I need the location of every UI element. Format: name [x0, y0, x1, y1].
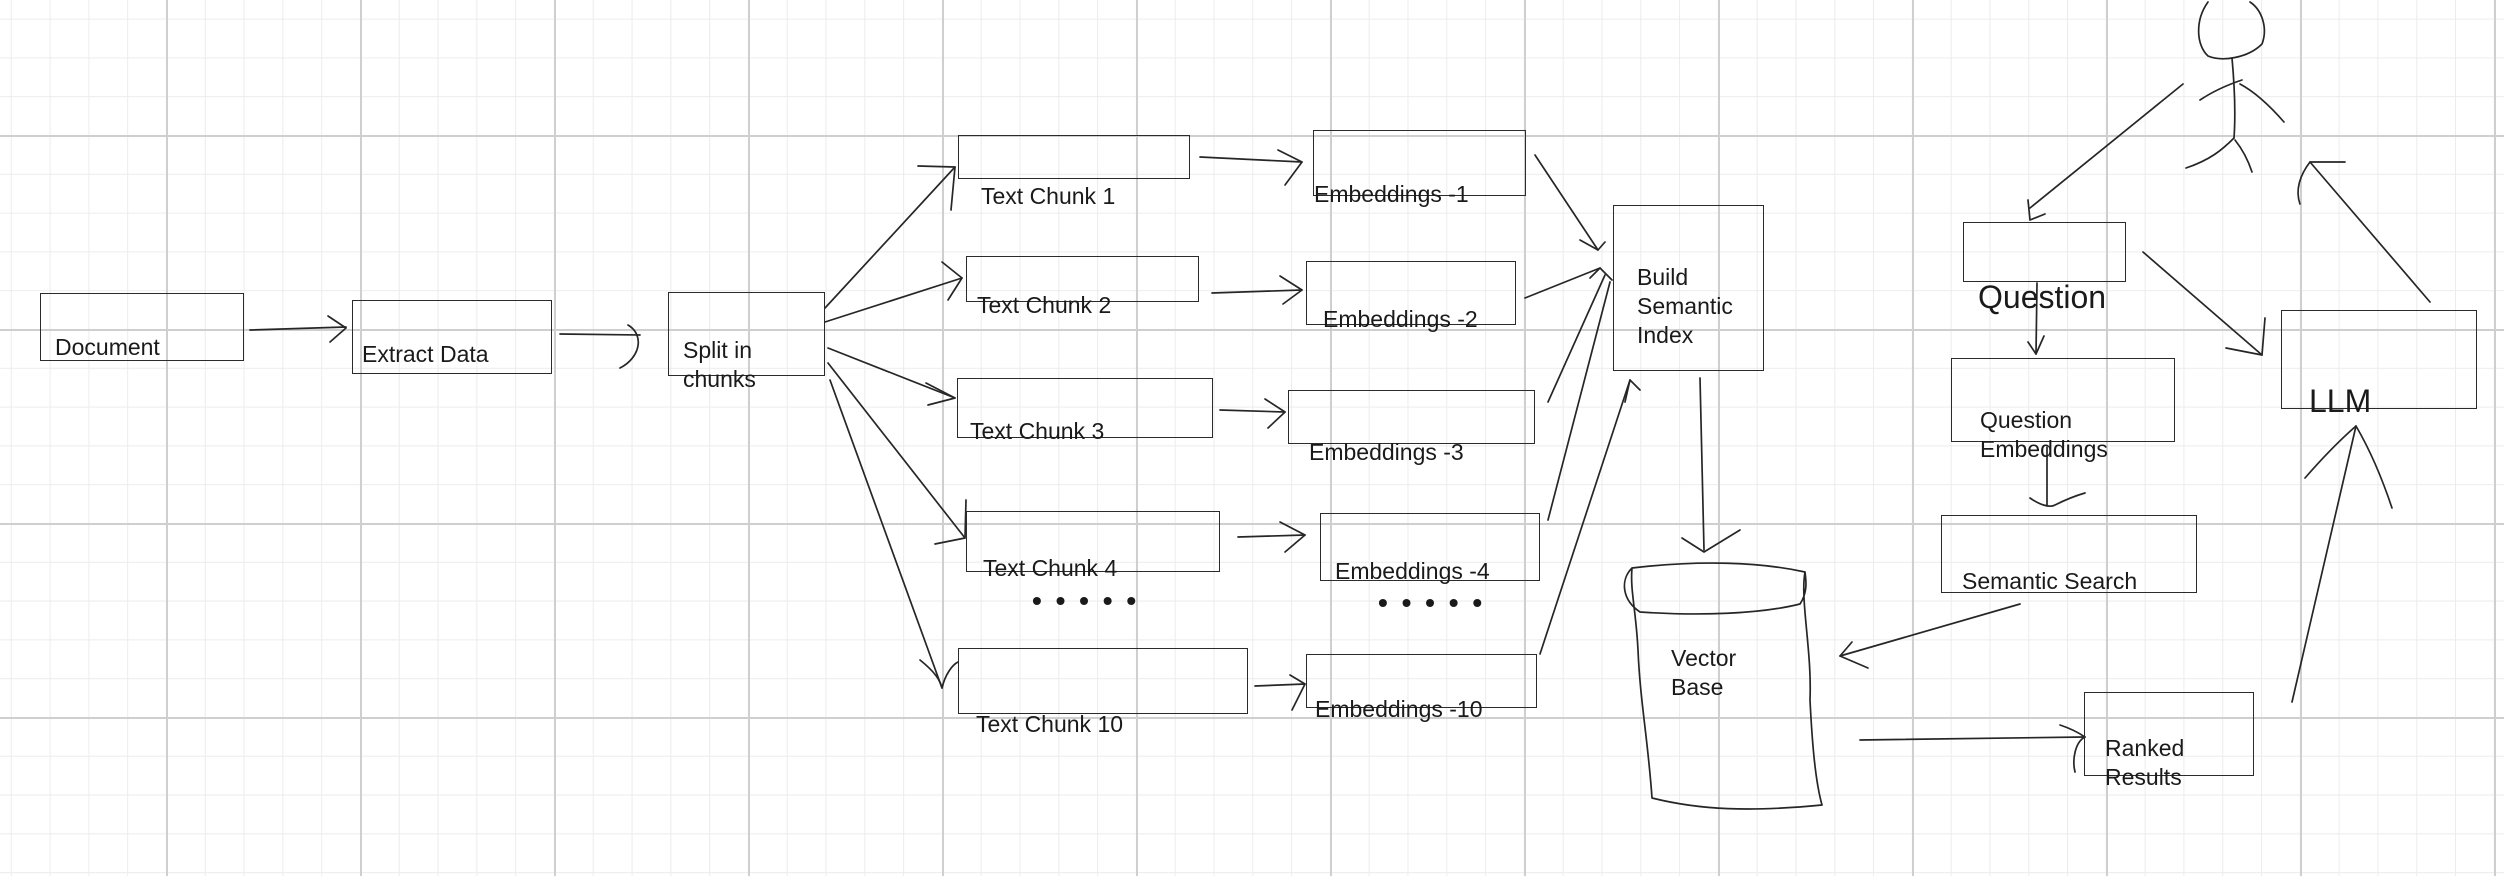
arrow-extract-to-split — [559, 324, 641, 369]
extract-data-box: Extract Data — [352, 300, 552, 374]
arrow-chunk-4-to-emb-4 — [1237, 521, 1306, 553]
arrow-question-to-qemb — [2027, 282, 2045, 355]
text-chunk-10-box: Text Chunk 10 — [958, 648, 1248, 737]
arrow-emb-2-to-index — [1524, 267, 1601, 299]
arrow-search-to-vector — [1839, 603, 2021, 669]
llm-box: LLM — [2281, 310, 2477, 419]
text-chunk-10-label: Text Chunk 10 — [976, 711, 1124, 737]
build-semantic-index-box: Build Semantic Index — [1613, 205, 1764, 371]
embeddings-3-box: Embeddings -3 — [1288, 390, 1535, 465]
vector-base-shape — [1623, 562, 1823, 810]
text-chunk-3-box: Text Chunk 3 — [957, 378, 1213, 444]
arrow-emb-10-to-index — [1539, 379, 1641, 655]
embeddings-2-label: Embeddings -2 — [1323, 306, 1478, 332]
arrow-index-to-vector — [1681, 377, 1741, 553]
question-label: Question — [1978, 279, 2107, 315]
build-semantic-index-label: Build Semantic Index — [1637, 264, 1733, 348]
text-chunk-2-box: Text Chunk 2 — [966, 256, 1199, 318]
extract-data-label: Extract Data — [362, 341, 489, 367]
text-chunk-3-label: Text Chunk 3 — [970, 418, 1105, 444]
arrow-vector-to-ranked — [1859, 724, 2086, 773]
question-box: Question — [1963, 222, 2126, 315]
semantic-search-box: Semantic Search — [1941, 515, 2197, 594]
arrow-user-to-question — [2027, 83, 2184, 221]
split-in-chunks-label: Split in chunks — [683, 337, 756, 392]
embeddings-1-label: Embeddings -1 — [1314, 181, 1469, 207]
text-chunk-1-box: Text Chunk 1 — [958, 135, 1190, 209]
text-chunk-4-label: Text Chunk 4 — [983, 555, 1118, 581]
stick-figure-user-icon — [2185, 1, 2285, 173]
arrow-chunk-10-to-emb-10 — [1254, 674, 1306, 711]
text-chunk-2-label: Text Chunk 2 — [977, 292, 1112, 318]
embeddings-4-label: Embeddings -4 — [1335, 558, 1490, 584]
question-embeddings-label: Question Embeddings — [1980, 407, 2108, 462]
ranked-results-label: Ranked Results — [2105, 735, 2185, 790]
embeddings-10-box: Embeddings -10 — [1306, 654, 1537, 722]
embeddings-2-box: Embeddings -2 — [1306, 261, 1516, 332]
text-chunk-1-label: Text Chunk 1 — [981, 183, 1116, 209]
document-label: Document — [55, 334, 160, 360]
embeddings-ellipsis: • • • • • — [1378, 587, 1486, 618]
vector-base-label: Vector Base — [1671, 645, 1737, 700]
embeddings-10-label: Embeddings -10 — [1315, 696, 1483, 722]
embeddings-1-box: Embeddings -1 — [1313, 130, 1526, 207]
arrow-split-to-chunk-10 — [829, 379, 959, 689]
arrow-chunk-2-to-emb-2 — [1211, 275, 1303, 305]
semantic-search-label: Semantic Search — [1962, 568, 2138, 594]
arrow-chunk-1-to-emb-1 — [1199, 149, 1303, 186]
arrow-split-to-chunk-2 — [824, 261, 963, 323]
arrow-split-to-chunk-3 — [827, 347, 956, 406]
arrow-split-to-chunk-4 — [827, 362, 967, 545]
arrow-qemb-to-search — [2029, 446, 2086, 508]
embeddings-4-box: Embeddings -4 — [1320, 513, 1540, 584]
arrow-emb-4-to-index — [1547, 267, 1613, 521]
arrow-ranked-to-llm — [2291, 425, 2393, 703]
arrow-chunk-3-to-emb-3 — [1219, 398, 1286, 429]
text-chunks-ellipsis: • • • • • — [1032, 585, 1140, 616]
ranked-results-box: Ranked Results — [2084, 692, 2254, 790]
llm-label: LLM — [2309, 383, 2372, 419]
split-in-chunks-box: Split in chunks — [668, 292, 825, 392]
embeddings-3-label: Embeddings -3 — [1309, 439, 1464, 465]
arrow-llm-to-user — [2297, 161, 2431, 303]
arrow-emb-1-to-index — [1534, 154, 1606, 251]
question-embeddings-box: Question Embeddings — [1951, 358, 2175, 462]
arrow-emb-3-to-index — [1547, 274, 1606, 403]
document-box: Document — [40, 293, 244, 361]
arrow-document-to-extract — [249, 315, 347, 343]
arrow-split-to-chunk-1 — [824, 165, 956, 309]
arrow-question-to-llm — [2142, 251, 2266, 356]
text-chunk-4-box: Text Chunk 4 — [966, 511, 1220, 581]
